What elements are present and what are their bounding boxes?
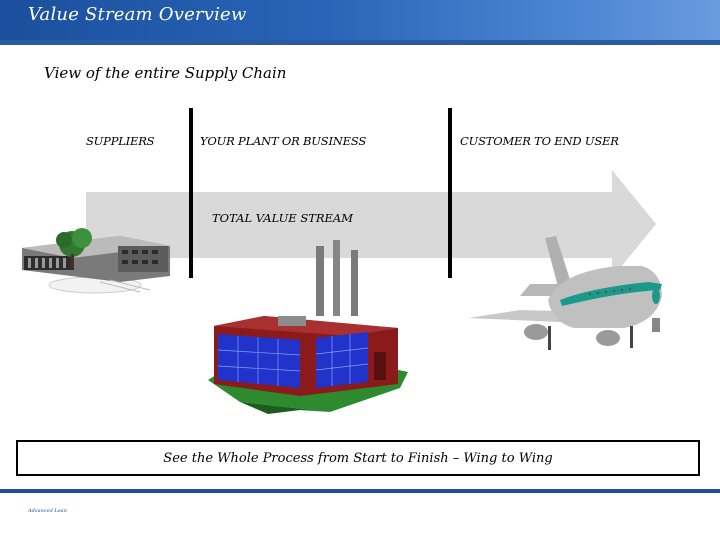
column-label-customer: CUSTOMER TO END USER xyxy=(460,134,619,148)
value-stream-label: TOTAL VALUE STREAM xyxy=(212,211,353,225)
divider-suppliers-plant xyxy=(189,108,193,278)
column-label-plant: YOUR PLANT OR BUSINESS xyxy=(200,134,366,148)
factory-icon xyxy=(208,240,408,414)
column-label-suppliers: SUPPLIERS xyxy=(86,134,154,148)
divider-plant-customer xyxy=(448,108,452,278)
footer-divider xyxy=(0,489,720,493)
value-stream-arrow xyxy=(86,170,656,278)
footer-label: Advanced Lean xyxy=(28,508,67,514)
message-text: See the Whole Process from Start to Fini… xyxy=(18,451,698,466)
message-box: See the Whole Process from Start to Fini… xyxy=(16,440,700,476)
